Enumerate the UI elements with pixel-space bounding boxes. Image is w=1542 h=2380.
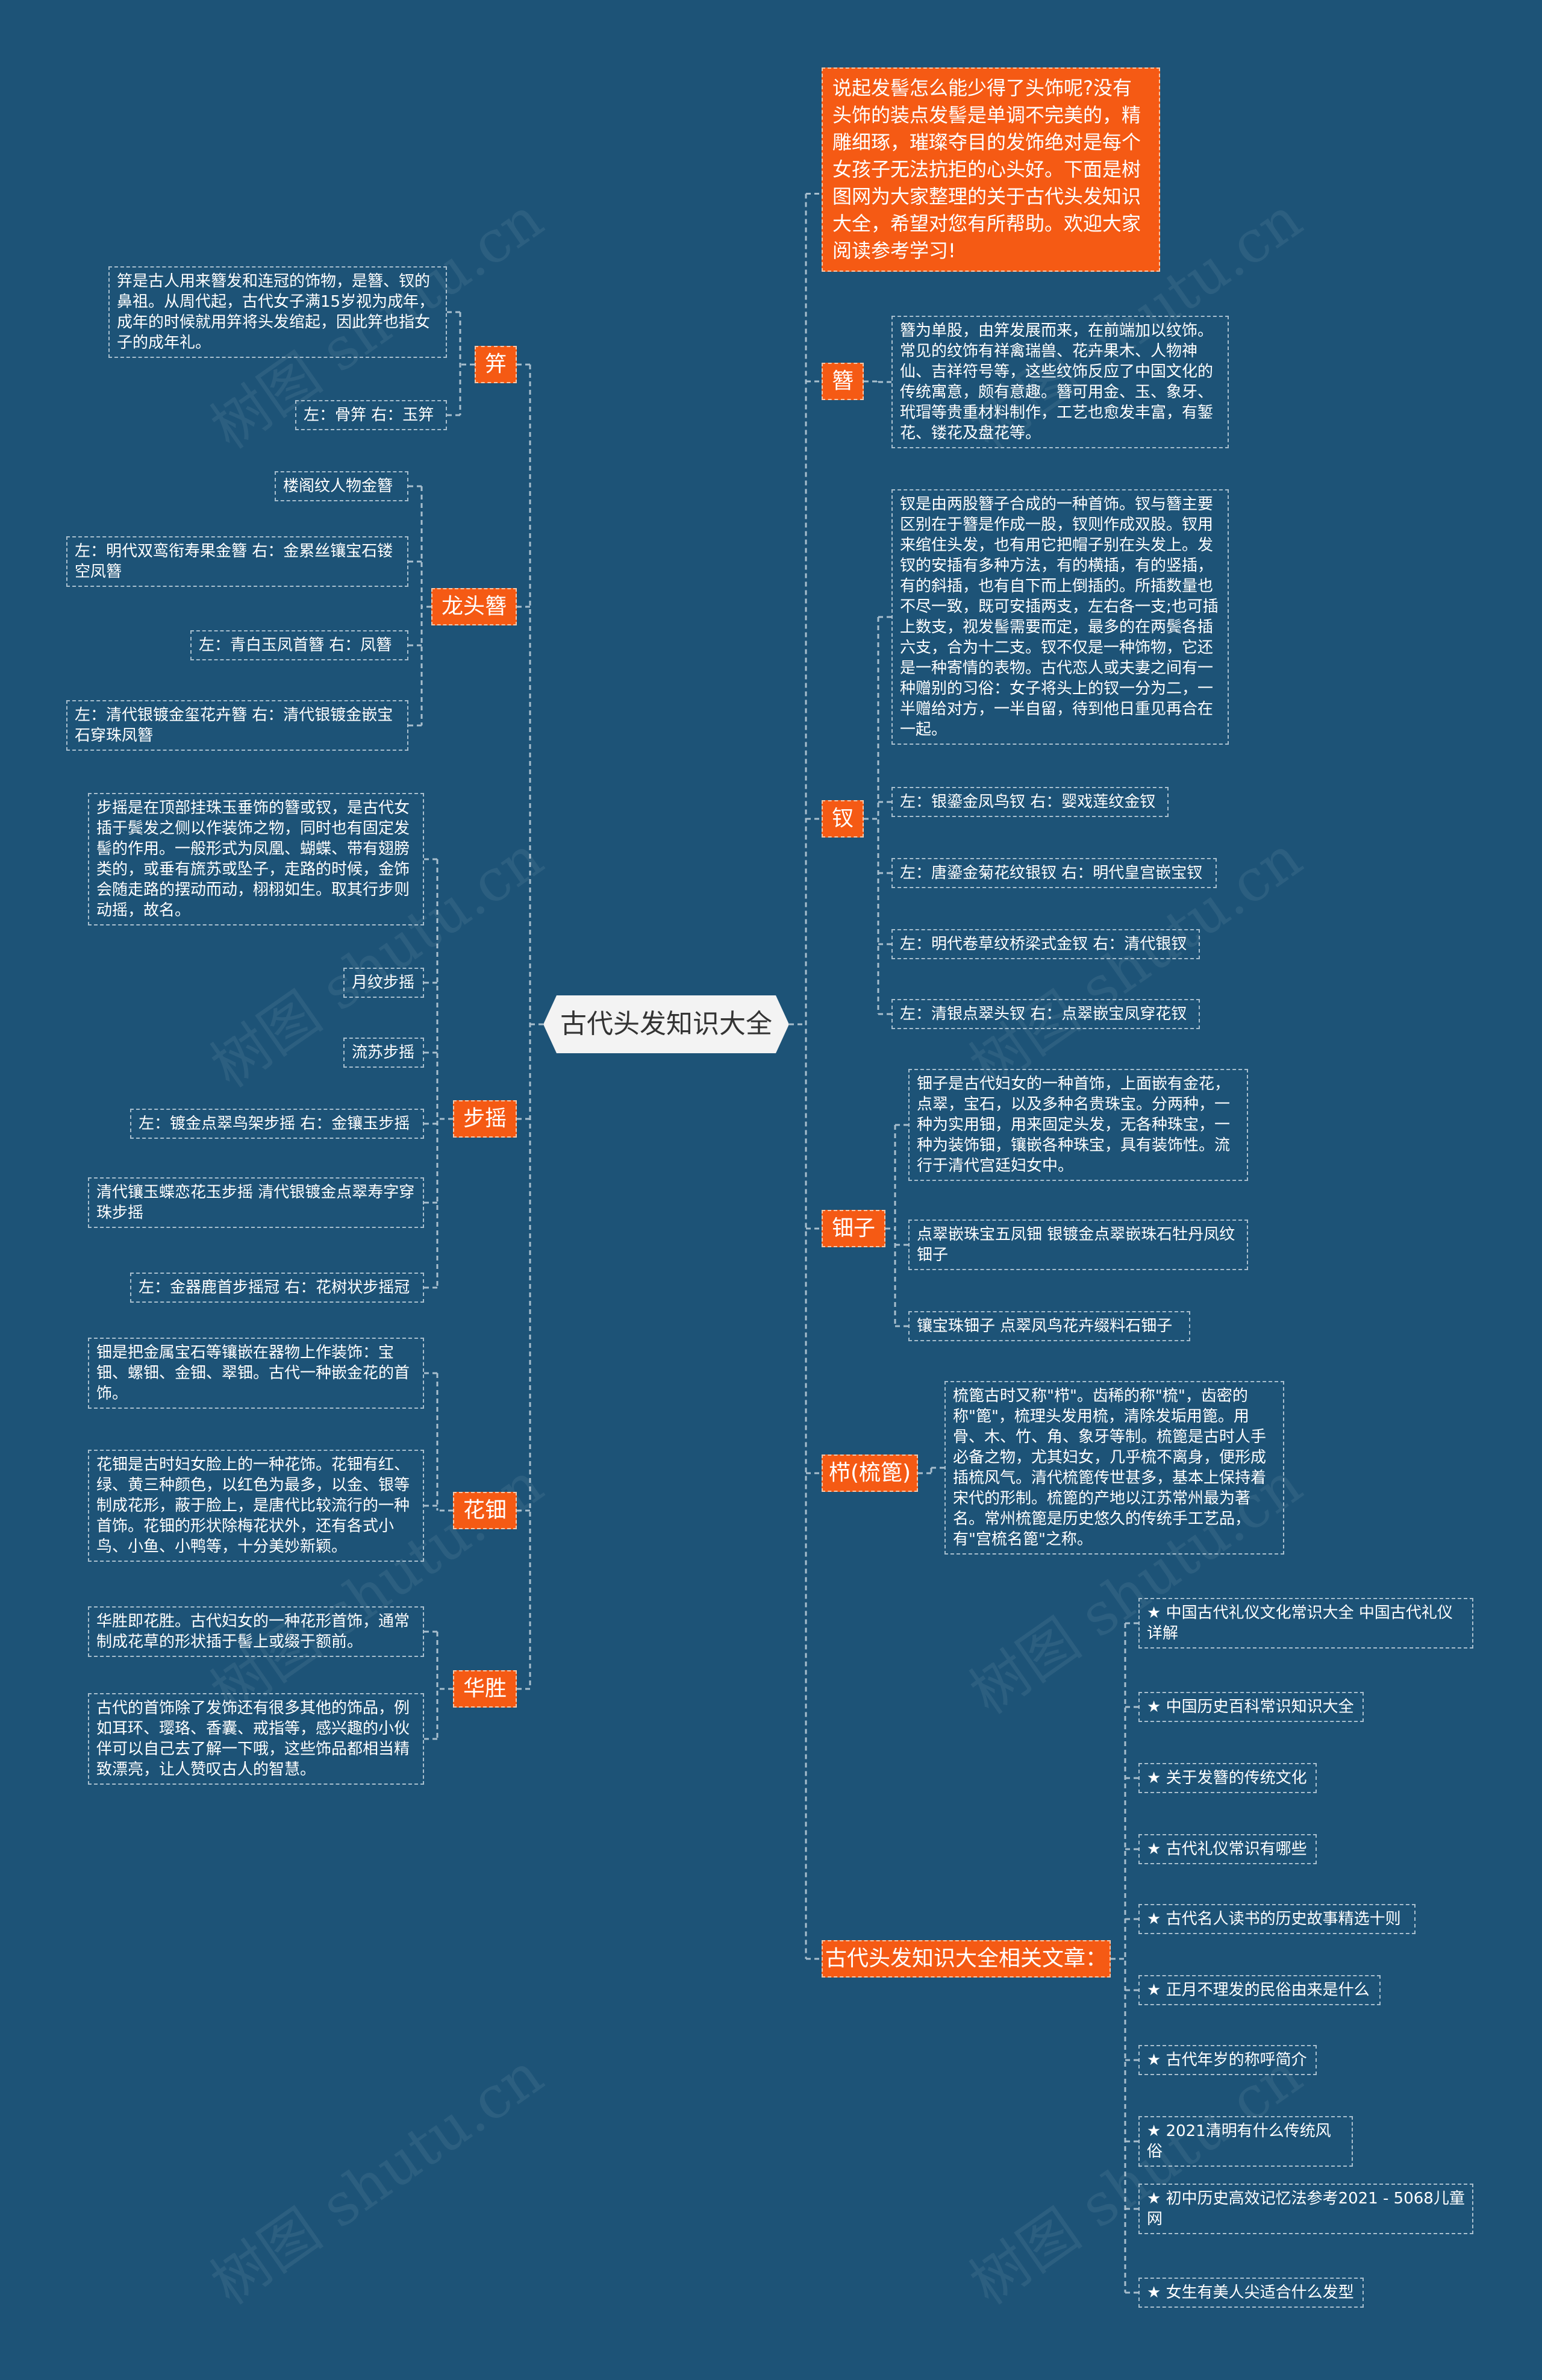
leaf-note[interactable]: 花钿是古时妇女脸上的一种花饰。花钿有红、绿、黄三种颜色，以红色为最多，以金、银等… [88,1450,424,1562]
leaf-note[interactable]: 流苏步摇 [343,1038,424,1068]
leaf-note[interactable]: 左：清代银镀金玺花卉簪 右：清代银镀金嵌宝石穿珠凤簪 [66,700,408,751]
leaf-note[interactable]: 左：金器鹿首步摇冠 右：花树状步摇冠 [130,1273,424,1303]
leaf-note[interactable]: 华胜即花胜。古代妇女的一种花形首饰，通常制成花草的形状插于髻上或缀于额前。 [88,1606,424,1657]
leaf-note[interactable]: 钗是由两股簪子合成的一种首饰。钗与簪主要区别在于簪是作成一股，钗则作成双股。钗用… [891,489,1229,745]
leaf-note[interactable]: 左：明代卷草纹桥梁式金钗 右：清代银钗 [891,929,1200,959]
branch-huadian[interactable]: 花钿 [453,1492,517,1529]
branch-zhi-shubi[interactable]: 栉(梳篦) [822,1455,918,1492]
leaf-note[interactable]: 左：明代双鸾衔寿果金簪 右：金累丝镶宝石镂空凤簪 [66,536,408,587]
branch-huasheng[interactable]: 华胜 [453,1670,517,1708]
related-article-link[interactable]: ★ 女生有美人尖适合什么发型 [1138,2278,1364,2308]
branch-chai[interactable]: 钗 [822,800,864,838]
branch-related-articles[interactable]: 古代头发知识大全相关文章： [822,1940,1111,1978]
leaf-note[interactable]: 左：骨笄 右：玉笄 [295,400,447,430]
leaf-note[interactable]: 钿是把金属宝石等镶嵌在器物上作装饰：宝钿、螺钿、金钿、翠钿。古代一种嵌金花的首饰… [88,1338,424,1409]
related-article-link[interactable]: ★ 中国古代礼仪文化常识大全 中国古代礼仪详解 [1138,1598,1473,1649]
related-article-link[interactable]: ★ 关于发簪的传统文化 [1138,1763,1317,1793]
branch-ji[interactable]: 笄 [475,346,517,383]
leaf-note[interactable]: 簪为单股，由笄发展而来，在前端加以纹饰。常见的纹饰有祥禽瑞兽、花卉果木、人物神仙… [891,316,1229,448]
leaf-note[interactable]: 笄是古人用来簪发和连冠的饰物，是簪、钗的鼻祖。从周代起，古代女子满15岁视为成年… [108,266,447,358]
branch-zan[interactable]: 簪 [822,363,864,400]
leaf-note[interactable]: 左：镀金点翠鸟架步摇 右：金镶玉步摇 [130,1109,424,1139]
leaf-note[interactable]: 镶宝珠钿子 点翠凤鸟花卉缀料石钿子 [908,1311,1190,1341]
intro-note[interactable]: 说起发髻怎么能少得了头饰呢?没有头饰的装点发髻是单调不完美的，精雕细琢，璀璨夺目… [822,67,1160,272]
leaf-note[interactable]: 月纹步摇 [343,968,424,998]
leaf-note[interactable]: 步摇是在顶部挂珠玉垂饰的簪或钗，是古代女插于鬓发之侧以作装饰之物，同时也有固定发… [88,793,424,925]
leaf-note[interactable]: 古代的首饰除了发饰还有很多其他的饰品，例如耳环、璎珞、香囊、戒指等，感兴趣的小伙… [88,1693,424,1785]
related-article-link[interactable]: ★ 中国历史百科常识知识大全 [1138,1692,1364,1722]
central-topic[interactable]: 古代头发知识大全 [543,995,789,1053]
leaf-note[interactable]: 左：唐鎏金菊花纹银钗 右：明代皇宫嵌宝钗 [891,858,1217,888]
leaf-note[interactable]: 钿子是古代妇女的一种首饰，上面嵌有金花，点翠，宝石，以及多种名贵珠宝。分两种，一… [908,1069,1248,1181]
leaf-note[interactable]: 梳篦古时又称"栉"。齿稀的称"梳"，齿密的称"篦"，梳理头发用梳，清除发垢用篦。… [944,1381,1284,1555]
related-article-link[interactable]: ★ 古代礼仪常识有哪些 [1138,1834,1317,1864]
related-article-link[interactable]: ★ 初中历史高效记忆法参考2021 - 5068儿童网 [1138,2184,1473,2234]
leaf-note[interactable]: 清代镶玉蝶恋花玉步摇 清代银镀金点翠寿字穿珠步摇 [88,1177,424,1228]
branch-buyao[interactable]: 步摇 [453,1100,517,1138]
leaf-note[interactable]: 楼阁纹人物金簪 [275,471,408,501]
leaf-note[interactable]: 左：银鎏金凤鸟钗 右：婴戏莲纹金钗 [891,787,1169,817]
leaf-note[interactable]: 左：清银点翠头钗 右：点翠嵌宝凤穿花钗 [891,999,1200,1029]
related-article-link[interactable]: ★ 2021清明有什么传统风俗 [1138,2116,1353,2167]
related-article-link[interactable]: ★ 古代年岁的称呼简介 [1138,2045,1317,2075]
branch-longtouzan[interactable]: 龙头簪 [431,588,517,625]
leaf-note[interactable]: 左：青白玉凤首簪 右：凤簪 [190,630,408,660]
branch-dianzi[interactable]: 钿子 [822,1210,885,1247]
leaf-note[interactable]: 点翠嵌珠宝五凤钿 银镀金点翠嵌珠石牡丹凤纹钿子 [908,1220,1248,1270]
related-article-link[interactable]: ★ 正月不理发的民俗由来是什么 [1138,1975,1381,2005]
related-article-link[interactable]: ★ 古代名人读书的历史故事精选十则 [1138,1904,1416,1934]
